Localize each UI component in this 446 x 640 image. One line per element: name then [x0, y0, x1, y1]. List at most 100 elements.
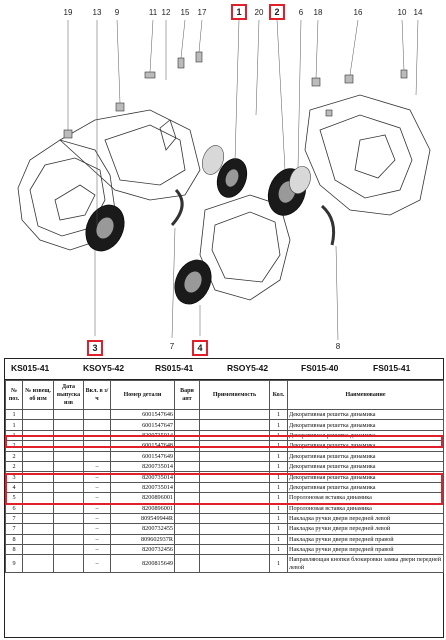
cell-empty [199, 512, 270, 525]
cell-empty [22, 471, 54, 483]
cell-empty [53, 533, 84, 546]
cell-name: Декоративная решетка динамика [287, 429, 444, 442]
cell-empty [199, 554, 270, 574]
cell-empty [53, 554, 84, 574]
callout-12: 12 [161, 8, 171, 17]
cell-empty [53, 419, 84, 431]
cell-empty [174, 523, 200, 535]
callout-14: 14 [413, 8, 423, 17]
cell-name: Декоративная решетка динамика [287, 440, 444, 452]
cell-vkl: – [83, 512, 111, 525]
cell-empty [22, 429, 54, 442]
cell-qty: 1 [269, 523, 288, 535]
model-code: FS015-41 [373, 363, 411, 373]
cell-pos: 7 [5, 523, 23, 535]
cell-empty [199, 523, 270, 535]
cell-pos: 1 [5, 419, 23, 431]
cell-empty [174, 471, 200, 483]
cell-vkl: – [83, 554, 111, 574]
column-header: № поз. [5, 380, 23, 410]
cell-vkl: – [83, 460, 111, 473]
cell-pos: 2 [5, 440, 23, 452]
callout-9: 9 [114, 8, 120, 17]
cell-empty [53, 523, 84, 535]
model-code: RS015-41 [155, 363, 194, 373]
cell-part: 6001547646 [110, 408, 175, 421]
cell-pos: 7 [5, 512, 23, 525]
cell-part: 8200735014 [110, 460, 175, 473]
callout-2-highlighted: 2 [269, 4, 285, 20]
cell-empty [199, 408, 270, 421]
cell-pos: 6 [5, 502, 23, 514]
model-codes-bar: KS015-41 KSOY5-42 RS015-41 RSOY5-42 FS01… [5, 359, 443, 380]
column-header: № извещ. об изм [22, 380, 54, 410]
cell-empty [53, 429, 84, 442]
cell-empty [22, 481, 54, 494]
cell-part: 6001547648 [110, 440, 175, 452]
callout-13: 13 [92, 8, 102, 17]
cell-empty [174, 408, 200, 421]
cell-vkl: – [83, 492, 111, 504]
cell-qty: 1 [269, 502, 288, 514]
cell-empty [53, 502, 84, 514]
cell-vkl [83, 419, 111, 431]
column-header: Номер детали [110, 380, 175, 410]
cell-part: 6001547649 [110, 450, 175, 462]
parts-table: № поз. № извещ. об изм Дата выпуска изв … [5, 380, 444, 574]
cell-empty [53, 440, 84, 452]
column-header: Вари ант [174, 380, 200, 410]
callout-7: 7 [169, 342, 175, 351]
cell-empty [22, 554, 54, 574]
cell-name: Декоративная решетка динамика [287, 481, 444, 494]
cell-empty [174, 492, 200, 504]
cell-name: Декоративная решетка динамика [287, 408, 444, 421]
cell-part: 8200896001 [110, 502, 175, 514]
cell-empty [174, 450, 200, 462]
cell-empty [199, 502, 270, 514]
callout-15: 15 [180, 8, 190, 17]
cell-qty: 1 [269, 533, 288, 546]
cell-vkl [83, 450, 111, 462]
cell-vkl: – [83, 481, 111, 494]
cell-part: 6001547647 [110, 419, 175, 431]
cell-vkl: – [83, 429, 111, 442]
cell-qty: 1 [269, 419, 288, 431]
table-header-row: № поз. № извещ. об изм Дата выпуска изв … [5, 380, 444, 410]
cell-pos: 4 [5, 481, 23, 494]
cell-empty [199, 419, 270, 431]
model-code: KS015-41 [11, 363, 50, 373]
cell-empty [199, 440, 270, 452]
cell-name: Накладка ручки двери передней левой [287, 523, 444, 535]
cell-part: 8200732456 [110, 544, 175, 556]
cell-pos: 2 [5, 460, 23, 473]
cell-qty: 1 [269, 544, 288, 556]
cell-empty [174, 554, 200, 574]
cell-qty: 1 [269, 481, 288, 494]
cell-empty [53, 450, 84, 462]
column-header: Вкл. в з/ч [83, 380, 111, 410]
cell-name: Декоративная решетка динамика [287, 460, 444, 473]
cell-name: Декоративная решетка динамика [287, 450, 444, 462]
cell-part: 8200732455 [110, 523, 175, 535]
cell-qty: 1 [269, 554, 288, 574]
cell-empty [174, 460, 200, 473]
cell-vkl [83, 440, 111, 452]
cell-qty: 1 [269, 512, 288, 525]
callout-8: 8 [335, 342, 341, 351]
cell-pos: 3 [5, 471, 23, 483]
callout-18: 18 [313, 8, 323, 17]
cell-pos: 1 [5, 408, 23, 421]
model-code: RSOY5-42 [227, 363, 269, 373]
cell-part: 8200896001 [110, 492, 175, 504]
cell-empty [22, 502, 54, 514]
cell-vkl: – [83, 533, 111, 546]
cell-qty: 1 [269, 460, 288, 473]
callout-3-highlighted: 3 [87, 340, 103, 356]
cell-empty [22, 460, 54, 473]
